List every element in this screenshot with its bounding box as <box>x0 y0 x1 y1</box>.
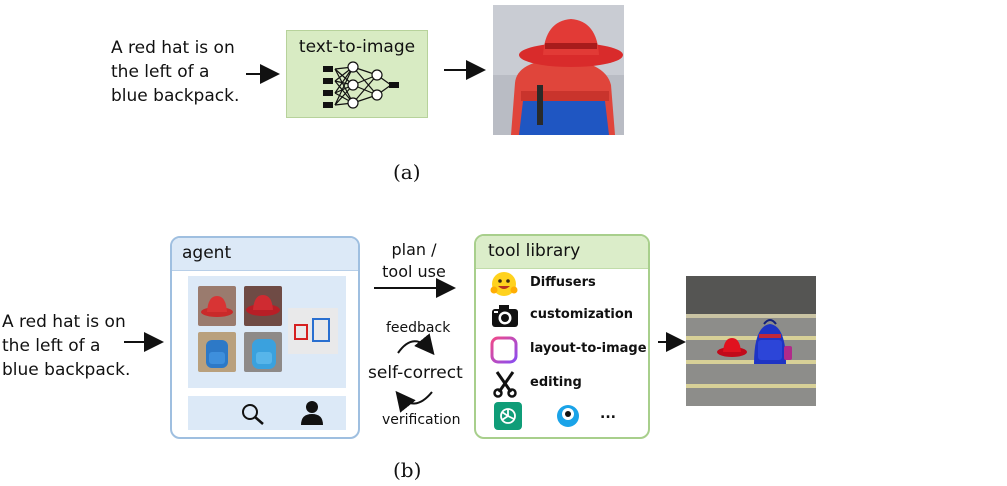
thumbnail-hat-1 <box>198 286 236 326</box>
more-tools-label: ... <box>600 406 616 422</box>
output-image-b <box>686 276 816 406</box>
layout-red-box <box>294 324 308 340</box>
tool-item-diffusers: Diffusers <box>490 270 640 298</box>
thumbnail-backpack-2 <box>244 332 282 372</box>
layout-preview <box>288 308 338 354</box>
feedback-label: feedback <box>386 320 451 336</box>
hugging-face-icon <box>490 272 518 296</box>
agent-toolbar <box>188 396 346 430</box>
layout-icon <box>490 336 518 364</box>
prompt-text-b: A red hat is on the left of a blue backp… <box>2 312 131 380</box>
tool-label-editing: editing <box>530 375 582 390</box>
tool-label-customization: customization <box>530 307 634 322</box>
thumbnail-hat-2 <box>244 286 282 326</box>
tool-item-layout-to-image: layout-to-image <box>490 336 648 364</box>
search-icon <box>242 404 264 425</box>
verification-label: verification <box>382 412 461 428</box>
caption-b: (b) <box>393 458 422 482</box>
plan-label: plan / <box>391 240 437 259</box>
openai-icon <box>494 402 522 430</box>
tool-item-more: ... <box>490 402 640 430</box>
text-to-image-model: text-to-image <box>286 30 428 118</box>
thumbnail-backpack-1 <box>198 332 236 372</box>
tool-label-layout-to-image: layout-to-image <box>530 341 647 356</box>
user-icon <box>301 401 323 425</box>
self-correct-label: self-correct <box>368 363 463 383</box>
arrow-feedback <box>397 333 435 356</box>
tool-item-editing: editing <box>490 370 640 398</box>
model-label: text-to-image <box>298 37 416 57</box>
tool-library-title: tool library <box>488 241 581 261</box>
scissors-icon <box>493 371 517 398</box>
tool-library-header <box>476 236 648 269</box>
caption-a: (a) <box>393 160 421 184</box>
tool-label-diffusers: Diffusers <box>530 275 596 290</box>
eye-logo-icon <box>557 405 579 427</box>
camera-icon <box>492 305 518 327</box>
prompt-text-a: A red hat is on the left of a blue backp… <box>111 38 240 106</box>
tool-library-panel: tool library Diffusers customization <box>474 234 650 439</box>
tool-use-label: tool use <box>382 262 446 281</box>
agent-title: agent <box>182 243 232 263</box>
tool-item-customization: customization <box>490 302 640 330</box>
output-image-a <box>493 5 624 135</box>
layout-blue-box <box>312 318 330 342</box>
neural-network-icon <box>323 61 399 109</box>
agent-image-grid <box>188 276 346 388</box>
arrow-verification <box>395 390 433 413</box>
agent-header <box>172 238 358 271</box>
agent-panel: agent <box>170 236 360 439</box>
